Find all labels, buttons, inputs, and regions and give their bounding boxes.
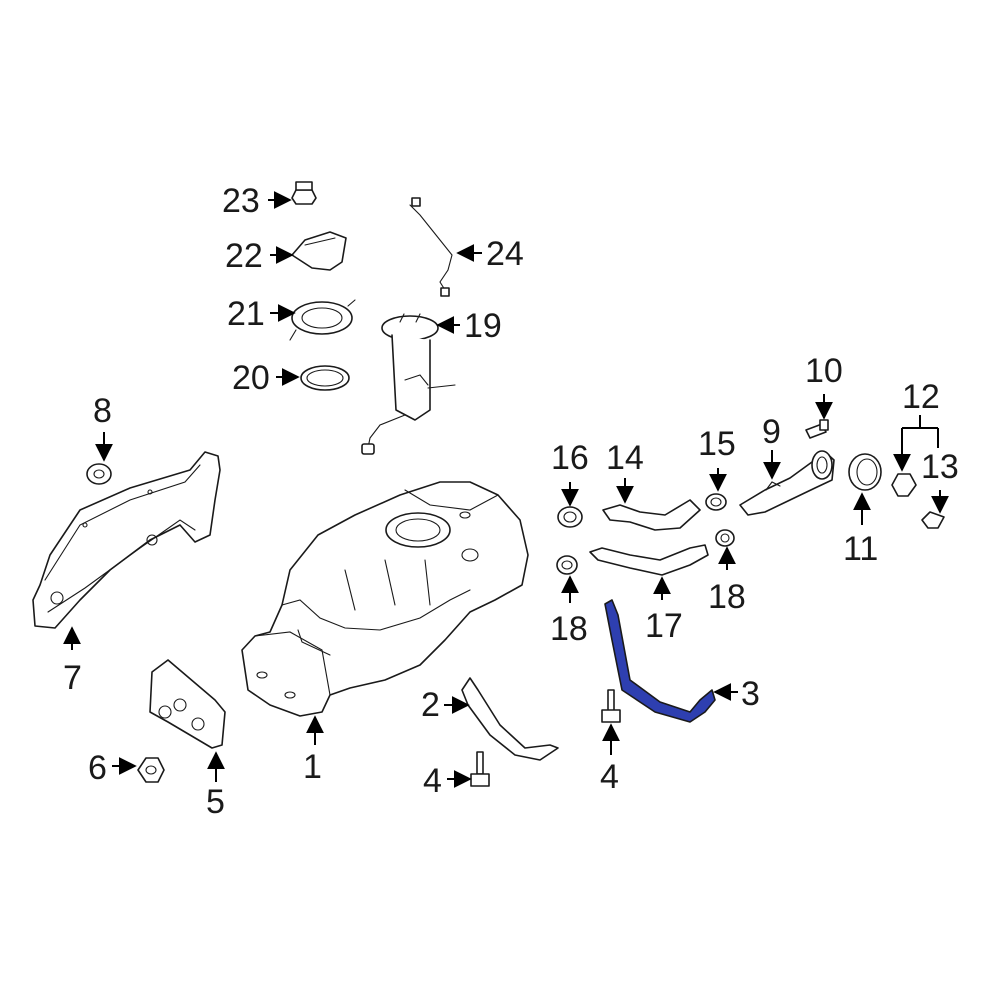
filler-neck-part[interactable] <box>739 450 835 516</box>
callout-4-right: 4 <box>600 758 619 796</box>
lock-ring-part[interactable] <box>289 299 356 341</box>
callout-1: 1 <box>303 748 322 786</box>
callout-16: 16 <box>551 439 589 477</box>
plug-part-13[interactable] <box>921 511 945 529</box>
gasket-part[interactable] <box>300 365 350 391</box>
clamp-part-16[interactable] <box>557 506 583 528</box>
small-shield-part[interactable] <box>149 659 226 749</box>
callout-2: 2 <box>421 686 440 724</box>
cover-part[interactable] <box>291 231 347 271</box>
callout-18-left: 18 <box>550 610 588 648</box>
callout-8: 8 <box>93 392 112 430</box>
callout-20: 20 <box>232 359 270 397</box>
wire-harness-part[interactable] <box>409 197 453 297</box>
callout-7: 7 <box>63 659 82 697</box>
callout-5: 5 <box>206 783 225 821</box>
bolt-part-left[interactable] <box>470 751 490 787</box>
cap-part[interactable] <box>291 181 317 205</box>
hose-part-14[interactable] <box>602 499 701 531</box>
clamp-part-15[interactable] <box>705 493 727 511</box>
callout-15: 15 <box>698 425 736 463</box>
callout-13: 13 <box>921 448 959 486</box>
callout-17: 17 <box>645 607 683 645</box>
fuel-tank-part[interactable] <box>241 481 529 717</box>
seal-ring-part[interactable] <box>848 453 882 491</box>
callout-3: 3 <box>741 675 760 713</box>
callout-18-right: 18 <box>708 578 746 616</box>
callout-6: 6 <box>88 749 107 787</box>
cap-part-12[interactable] <box>891 473 917 497</box>
clamp-part-18-left[interactable] <box>556 555 578 575</box>
bolt-part-right[interactable] <box>601 689 621 723</box>
callout-22: 22 <box>225 237 263 275</box>
callout-labels: 1 2 3 4 4 5 6 7 8 9 10 11 12 13 14 15 16… <box>63 182 959 821</box>
callout-19: 19 <box>464 307 502 345</box>
callout-9: 9 <box>762 413 781 451</box>
callout-23: 23 <box>222 182 260 220</box>
heat-shield-part[interactable] <box>32 451 221 629</box>
fuel-pump-module-part[interactable] <box>361 313 456 455</box>
nut-part[interactable] <box>137 757 165 783</box>
screw-part[interactable] <box>805 419 829 439</box>
tank-strap-part[interactable] <box>461 677 559 761</box>
tank-strap-highlighted-part[interactable] <box>604 599 716 723</box>
callout-21: 21 <box>227 295 265 333</box>
callout-arrows <box>63 191 949 788</box>
callout-12: 12 <box>902 378 940 416</box>
hose-part-17[interactable] <box>589 544 709 576</box>
push-clip-part[interactable] <box>86 463 112 485</box>
callout-11: 11 <box>843 530 878 568</box>
clamp-part-18-right[interactable] <box>715 529 735 547</box>
callout-10: 10 <box>805 352 843 390</box>
callout-24: 24 <box>486 235 524 273</box>
callout-4-left: 4 <box>423 762 442 800</box>
callout-14: 14 <box>606 439 644 477</box>
